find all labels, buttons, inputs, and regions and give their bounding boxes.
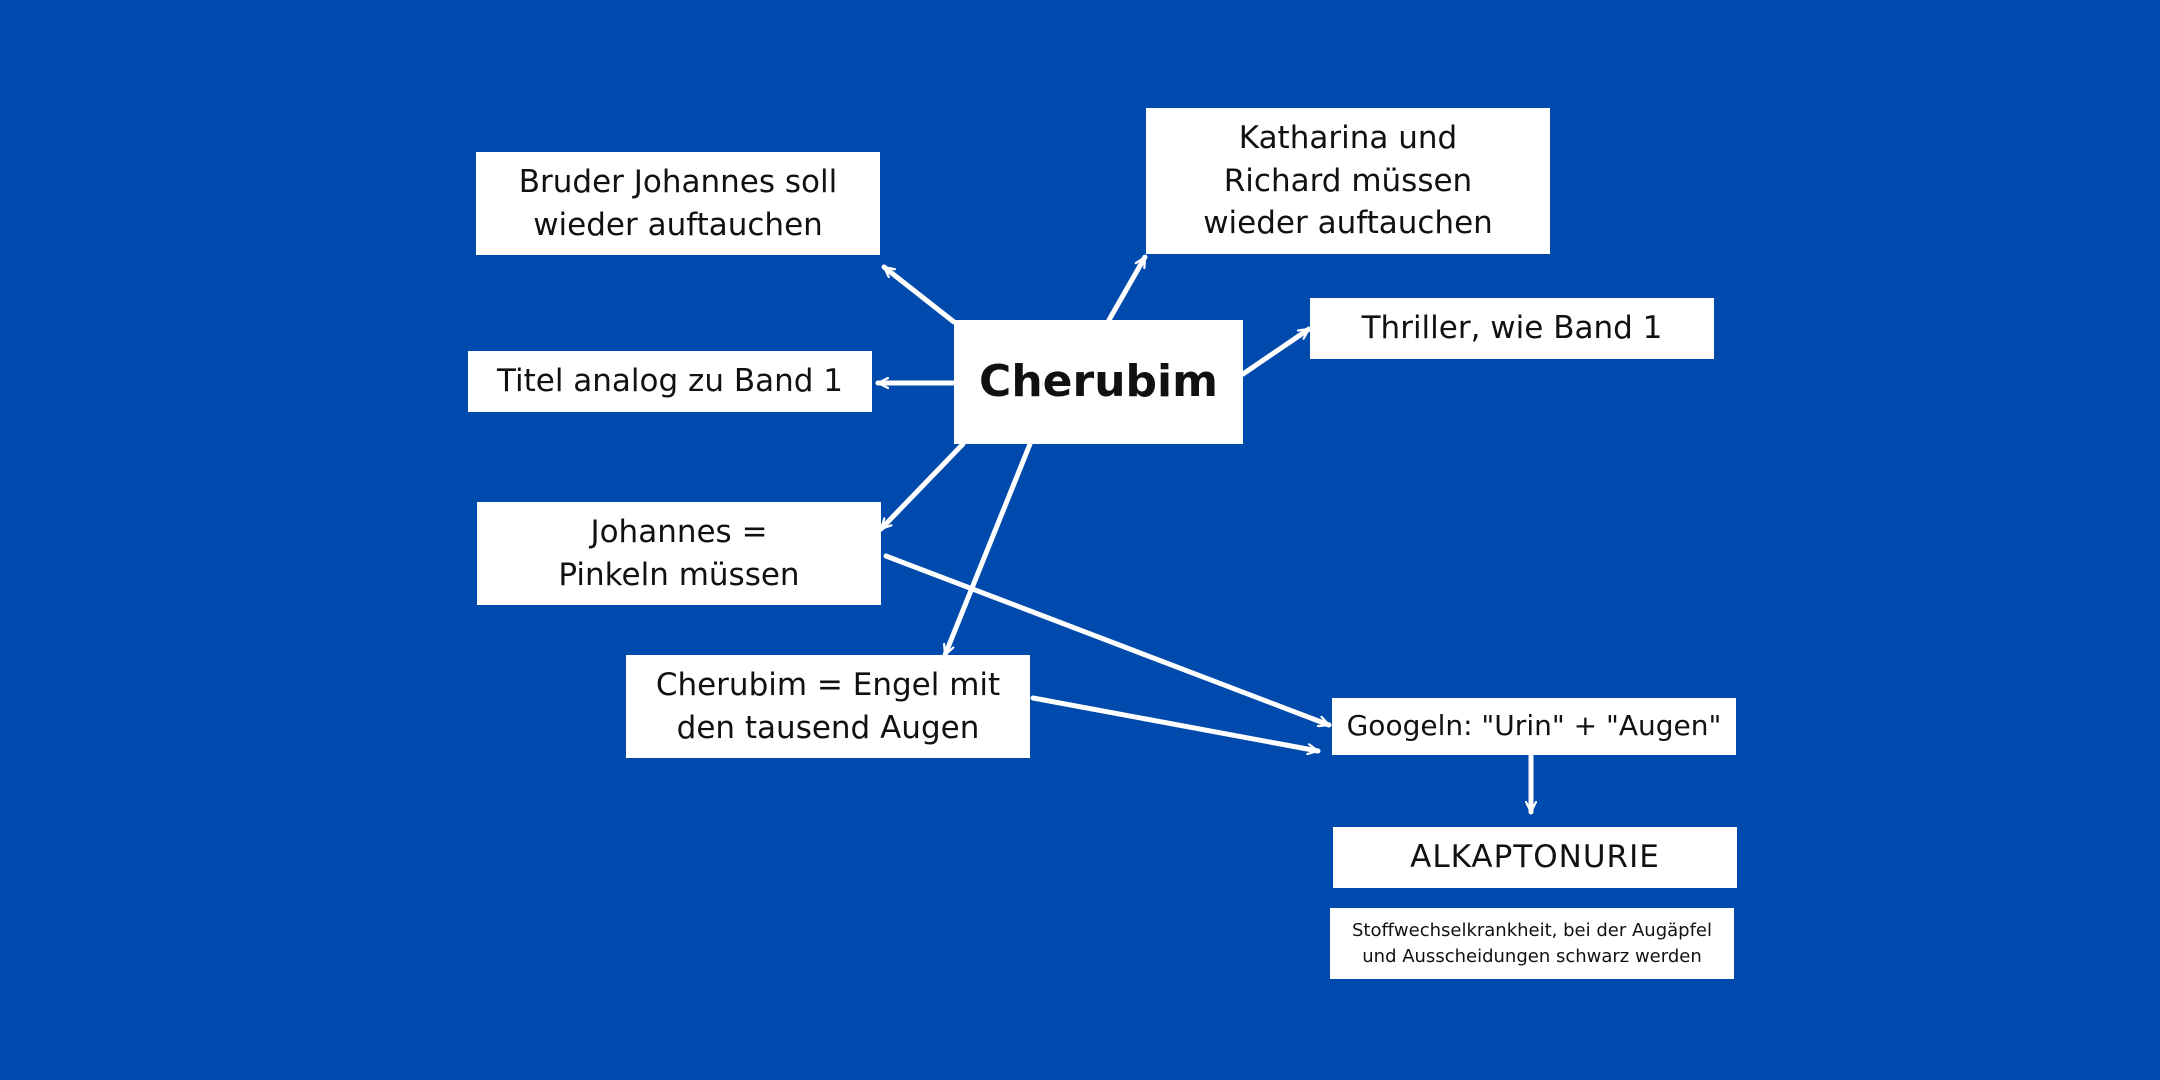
arrow-pinkeln-to-googeln bbox=[883, 553, 1332, 728]
node-alkaptonurie: ALKAPTONURIE bbox=[1333, 827, 1737, 888]
node-stoffwechsel: Stoffwechselkrankheit, bei der Augäpfel … bbox=[1330, 908, 1734, 979]
arrow-to-johannes-return bbox=[881, 264, 957, 325]
node-googeln: Googeln: "Urin" + "Augen" bbox=[1332, 698, 1736, 755]
arrow-to-katharina-richard bbox=[1106, 254, 1148, 323]
node-katharina-richard: Katharina und Richard müssen wieder auft… bbox=[1146, 108, 1550, 254]
node-johannes-pinkeln: Johannes = Pinkeln müssen bbox=[477, 502, 881, 605]
node-johannes-return: Bruder Johannes soll wieder auftauchen bbox=[476, 152, 880, 255]
arrow-to-thriller bbox=[1240, 326, 1312, 377]
center-node: Cherubim bbox=[954, 320, 1243, 444]
arrow-to-johannes-pinkeln bbox=[878, 441, 966, 532]
arrow-to-cherubim-engel bbox=[942, 441, 1033, 658]
node-title-analog: Titel analog zu Band 1 bbox=[468, 351, 872, 412]
arrow-engel-to-googeln bbox=[1030, 695, 1321, 751]
node-cherubim-engel: Cherubim = Engel mit den tausend Augen bbox=[626, 655, 1030, 758]
node-thriller: Thriller, wie Band 1 bbox=[1310, 298, 1714, 359]
